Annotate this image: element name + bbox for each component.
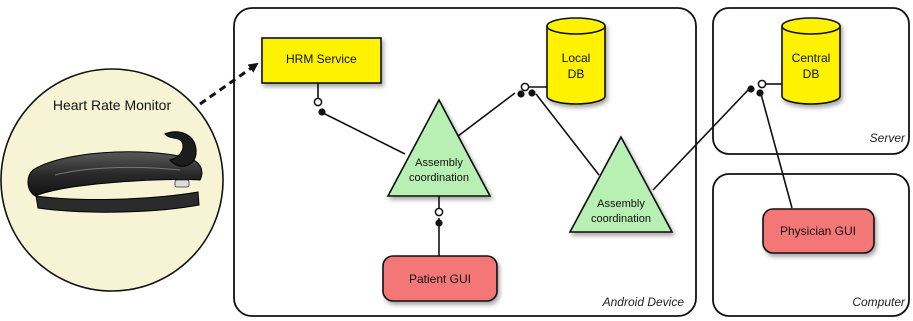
local-db-cylinder — [546, 26, 606, 105]
central-db-node — [781, 17, 841, 105]
physician-gui-label: Physician GUI — [780, 224, 856, 238]
central-db-label-line2: DB — [803, 67, 820, 81]
physician-required-central-db — [756, 89, 764, 97]
assembly-1-provided-interface — [434, 207, 444, 217]
heart-rate-monitor-label: Heart Rate Monitor — [53, 97, 172, 113]
physician-gui-box — [762, 208, 875, 254]
local-db-label-line1: Local — [562, 51, 591, 65]
central-db-provided-interface — [757, 79, 767, 89]
central-db-label-line1: Central — [792, 51, 831, 65]
local-db-label-line2: DB — [568, 67, 585, 81]
assembly-1-required-interface — [318, 108, 326, 116]
patient-gui-box — [382, 255, 498, 302]
assembly-required-local-db-1 — [517, 90, 525, 98]
server-label: Server — [870, 131, 906, 145]
assembly-1-label-line1: Assembly — [415, 157, 463, 169]
interface-ports — [313, 79, 782, 227]
patient-gui-required-interface — [435, 219, 443, 227]
central-db-cylinder — [781, 26, 841, 105]
assembly-required-central-db — [747, 85, 755, 93]
chest-strap-image — [27, 131, 203, 213]
assembly-2-label-line1: Assembly — [597, 198, 645, 210]
assembly-1-label-line2: coordination — [409, 172, 469, 184]
heart-rate-monitor: Heart Rate Monitor — [0, 68, 224, 292]
computer-label: Computer — [852, 295, 906, 309]
assembly-required-local-db-2 — [528, 89, 536, 97]
assembly-coordination-2-triangle — [568, 135, 674, 233]
hrm-provided-interface — [313, 97, 323, 107]
assembly-2-label-line2: coordination — [591, 213, 651, 225]
local-db-node — [546, 17, 606, 105]
android-device-label: Android Device — [602, 295, 685, 309]
hrm-service-box — [261, 37, 382, 84]
hrm-service-label: HRM Service — [286, 52, 357, 66]
local-db-provided-interface — [520, 82, 530, 92]
patient-gui-label: Patient GUI — [409, 272, 471, 286]
